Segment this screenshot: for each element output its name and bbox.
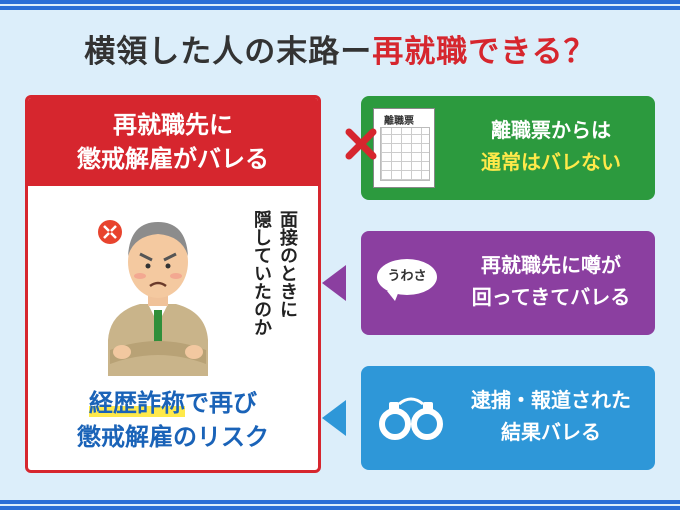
blue-box-text: 逮捕・報道された 結果バレる (453, 384, 649, 448)
green-box-text: 離職票からは 通常はバレない (453, 114, 649, 178)
anger-mark-icon (98, 220, 122, 244)
speech-bubble-icon: うわさ (377, 259, 437, 301)
bottom-highlight: 経歴詐称 (89, 389, 185, 417)
bottom-stripe-inner (0, 500, 680, 504)
purple-box: うわさ 再就職先に噂が 回ってきてバレる (361, 231, 655, 335)
left-head-line1: 再就職先に (113, 111, 233, 139)
purple-line2: 回ってきてバレる (471, 285, 631, 309)
blue-arrow-icon (322, 400, 346, 436)
vertical-line1: 面接のときに (277, 210, 298, 318)
x-mark-icon (345, 128, 377, 160)
document-icon: 離職票 (373, 108, 435, 188)
left-card: 再就職先に 懲戒解雇がバレる (25, 95, 321, 473)
blue-line1: 逮捕・報道された (471, 388, 631, 412)
vertical-text: 面接のときに 隠していたのか (248, 210, 300, 380)
title-accent: 再就職できる？ (372, 34, 596, 70)
purple-line1: 再就職先に噂が (481, 253, 621, 277)
left-card-header: 再就職先に 懲戒解雇がバレる (28, 98, 318, 186)
handcuffs-icon (379, 397, 443, 440)
left-head-line2: 懲戒解雇がバレる (77, 145, 269, 173)
vertical-line2: 隠していたのか (251, 210, 272, 336)
left-card-bottom: 経歴詐称で再び 懲戒解雇のリスク (28, 386, 318, 454)
bottom-line2: 懲戒解雇のリスク (77, 423, 269, 451)
green-line1: 離職票からは (491, 118, 611, 142)
purple-box-text: 再就職先に噂が 回ってきてバレる (453, 249, 649, 313)
angry-man-icon (98, 220, 208, 376)
blue-line2: 結果バレる (501, 420, 601, 444)
top-stripe-inner (0, 6, 680, 10)
green-box: 離職票 離職票からは 通常はバレない (345, 96, 655, 200)
bottom-stripe (0, 506, 680, 510)
blue-box: 逮捕・報道された 結果バレる (361, 366, 655, 470)
doc-title: 離職票 (384, 116, 414, 127)
purple-arrow-icon (322, 265, 346, 301)
bottom-line1-rest: で再び (185, 389, 257, 417)
page-title: 横領した人の末路ー再就職できる？ (0, 26, 680, 71)
top-stripe (0, 0, 680, 4)
green-line2: 通常はバレない (481, 150, 621, 174)
title-prefix: 横領した人の末路ー (84, 34, 373, 70)
